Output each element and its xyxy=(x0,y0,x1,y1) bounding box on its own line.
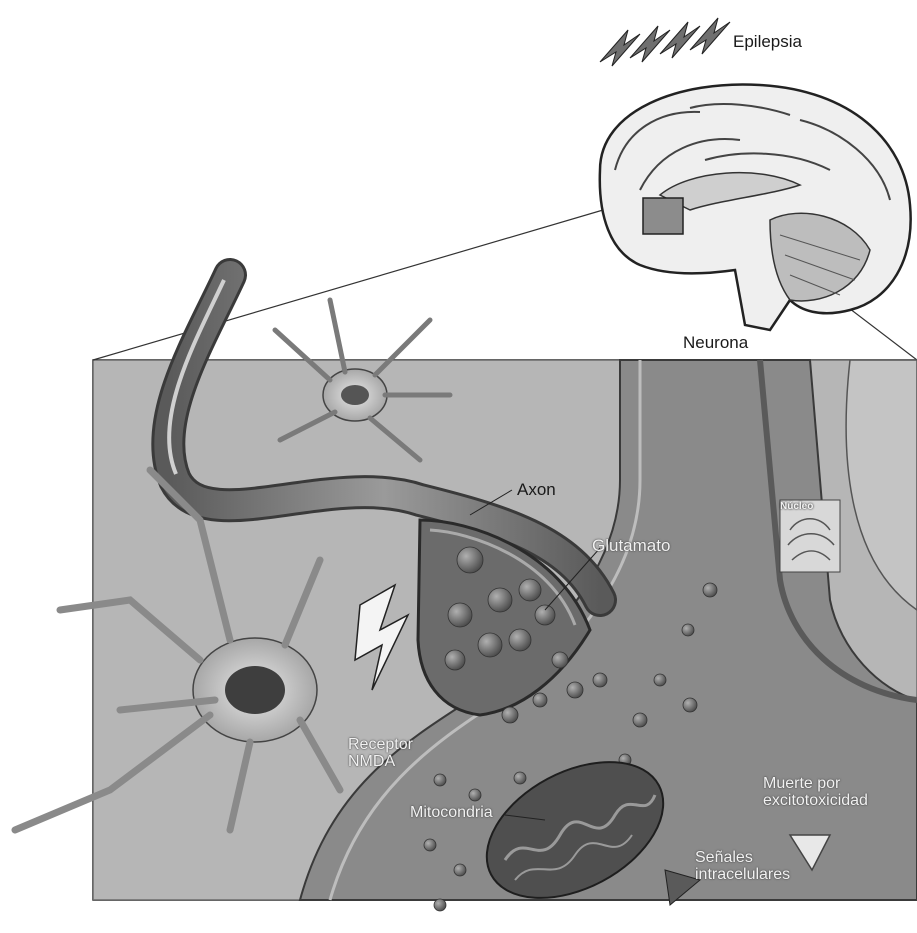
brain-illustration xyxy=(600,84,911,330)
label-nucleo: Núcleo xyxy=(780,502,813,513)
label-senales-intracelulares: Señales intracelulares xyxy=(695,850,805,884)
label-epilepsia: Epilepsia xyxy=(733,33,802,51)
epilepsy-bolts xyxy=(600,18,730,66)
lightning-bolt-icon xyxy=(600,30,640,66)
lightning-bolt-icon xyxy=(630,26,670,62)
label-glutamato: Glutamato xyxy=(592,537,670,555)
label-mitocondria: Mitocondria xyxy=(410,805,493,822)
lightning-bolt-icon xyxy=(690,18,730,54)
label-axon: Axon xyxy=(517,481,556,499)
label-neurona: Neurona xyxy=(683,334,748,352)
lightning-bolt-icon xyxy=(660,22,700,58)
label-muerte-excitotoxicidad: Muerte por excitotoxicidad xyxy=(763,776,908,810)
label-receptor-nmda: Receptor NMDA xyxy=(348,737,428,771)
